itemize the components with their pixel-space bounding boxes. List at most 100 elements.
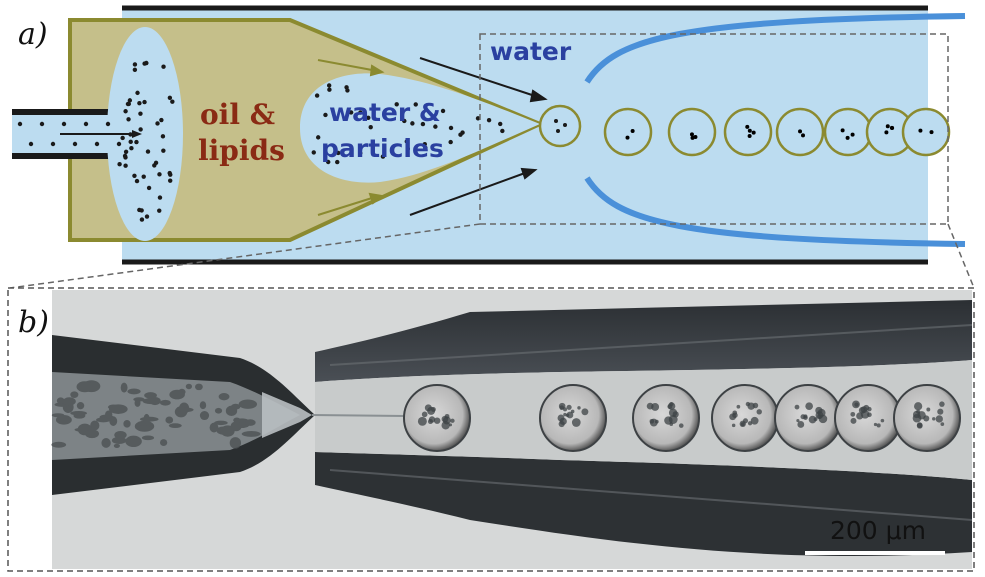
jet-thread — [311, 414, 406, 417]
particle — [801, 133, 806, 138]
particle — [423, 145, 428, 150]
texture-blob — [120, 382, 128, 393]
texture-blob — [51, 441, 67, 448]
particle — [929, 130, 934, 135]
particle — [138, 111, 143, 116]
texture-blob — [76, 381, 93, 393]
droplet-content — [867, 412, 872, 418]
particle — [314, 93, 320, 98]
droplet — [823, 107, 873, 157]
particle — [134, 139, 139, 145]
wall-streak-1 — [329, 324, 973, 366]
scale-bar-label: 200 μm — [830, 516, 926, 545]
droplet-content — [817, 408, 826, 417]
particle — [336, 150, 341, 156]
particle — [440, 108, 446, 114]
texture-blob — [55, 415, 72, 425]
particle — [745, 124, 750, 129]
texture-blob — [244, 419, 256, 426]
texture-blob — [199, 401, 207, 410]
texture-blob — [159, 439, 168, 446]
micro-droplets — [403, 384, 961, 452]
particle — [394, 102, 399, 107]
particle — [326, 159, 331, 165]
particle — [134, 178, 140, 184]
panel-b-label: b) — [18, 305, 49, 340]
particle — [161, 148, 166, 153]
droplet — [723, 107, 773, 157]
texture-blob — [199, 411, 210, 421]
texture-blob — [175, 407, 194, 413]
particle — [159, 117, 164, 123]
texture-blob — [225, 405, 238, 417]
texture-blob — [70, 391, 79, 398]
particle — [161, 64, 166, 69]
oil-lipids-label-line2: lipids — [198, 134, 285, 167]
particle — [326, 83, 332, 88]
texture-blob — [141, 435, 155, 441]
droplet-content — [873, 422, 878, 427]
droplet-content — [669, 422, 674, 427]
particle — [460, 130, 465, 135]
particle — [890, 126, 895, 131]
droplet-content — [559, 417, 567, 425]
particle — [344, 85, 349, 90]
texture-blob — [230, 421, 242, 432]
particle — [433, 124, 438, 129]
droplet-content — [935, 415, 943, 423]
droplet-content — [850, 417, 857, 424]
particle — [17, 121, 23, 127]
particle — [475, 116, 481, 121]
droplet-content — [421, 411, 428, 418]
particle — [126, 117, 131, 122]
texture-blob — [96, 417, 111, 423]
oil-lipids-label-line1: oil & — [200, 98, 275, 131]
particle — [358, 110, 363, 115]
texture-blob — [144, 392, 157, 399]
particle — [500, 128, 505, 134]
particle — [167, 95, 173, 100]
texture-blob — [214, 407, 223, 414]
texture-blob — [185, 383, 193, 390]
droplet-content — [856, 412, 864, 420]
particle — [127, 98, 133, 103]
particle — [405, 146, 411, 152]
particle — [884, 130, 889, 135]
particle — [918, 128, 923, 133]
particle — [368, 124, 373, 130]
collection-capillary-wall-bottom — [315, 452, 972, 556]
zoom-box — [479, 33, 949, 225]
droplet-content — [926, 407, 931, 412]
particle — [142, 61, 147, 66]
inlet-particles — [17, 121, 122, 147]
droplet-content — [932, 417, 936, 421]
texture-blob — [56, 397, 65, 405]
texture-blob — [76, 402, 85, 410]
droplet-content — [742, 418, 749, 424]
particle — [689, 132, 694, 137]
micro-droplet — [711, 384, 779, 452]
droplet-content — [939, 401, 945, 407]
droplet-content — [427, 406, 436, 415]
particle — [142, 99, 147, 105]
texture-blob — [125, 435, 142, 448]
droplet-content — [940, 422, 945, 426]
particle — [413, 102, 418, 107]
drop-particles — [311, 83, 505, 165]
particle — [311, 150, 316, 155]
particle — [157, 195, 163, 200]
droplet-content — [923, 415, 930, 422]
injection-capillary-texture — [51, 380, 261, 449]
particle — [170, 99, 175, 104]
particle — [141, 174, 146, 179]
particle — [123, 163, 128, 168]
particle — [410, 121, 415, 126]
particle — [139, 208, 144, 213]
particle — [625, 135, 630, 140]
particle — [116, 141, 122, 147]
particle — [155, 121, 160, 126]
texture-blob — [62, 397, 76, 406]
particle — [152, 163, 157, 168]
texture-blob — [114, 430, 127, 440]
